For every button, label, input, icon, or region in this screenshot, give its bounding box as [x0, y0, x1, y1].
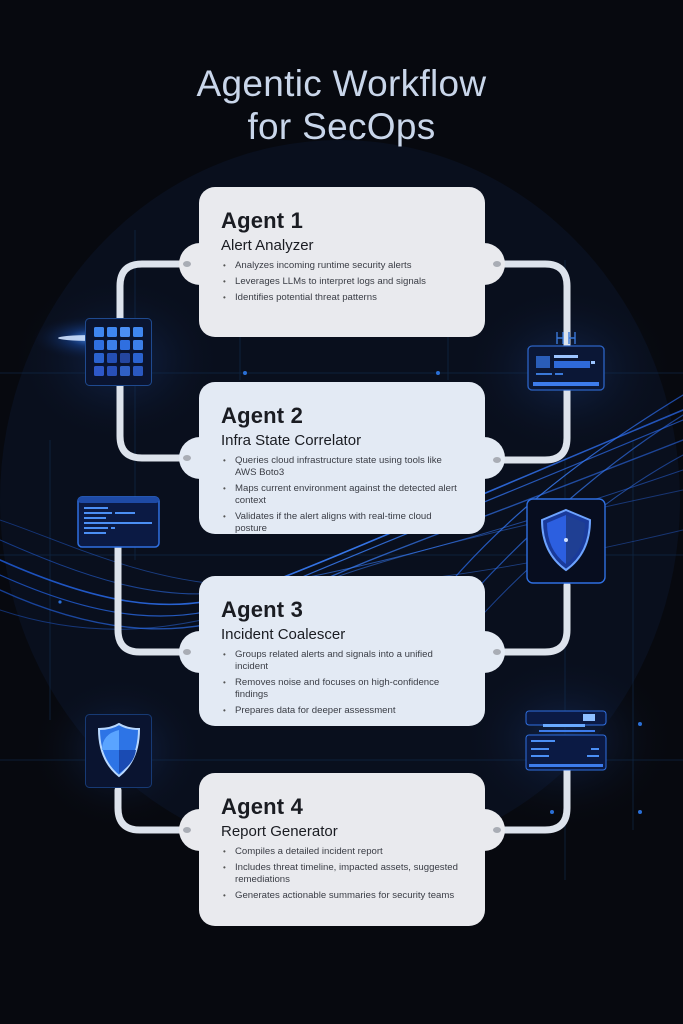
agent-bullets: Queries cloud infrastructure state using…: [221, 455, 463, 535]
agent-bullets: Groups related alerts and signals into a…: [221, 649, 463, 717]
connector-port-right: [493, 261, 501, 267]
bullet-item: Includes threat timeline, impacted asset…: [221, 862, 463, 886]
bullet-item: Compiles a detailed incident report: [221, 846, 463, 858]
app-grid-icon: [85, 318, 152, 386]
connector-agent3-agent4-left: [114, 786, 190, 834]
shield-icon: [526, 498, 606, 584]
connector-port-right: [493, 827, 501, 833]
agent-number: Agent 3: [221, 597, 304, 622]
bullet-item: Removes noise and focuses on high-confid…: [221, 677, 463, 701]
connector-agent3-agent4-right: [494, 766, 571, 834]
agent-card-1: Agent 1 Alert Analyzer Analyzes incoming…: [179, 187, 505, 337]
connector-agent2-agent3-right: [494, 581, 571, 656]
title-line-2: for SecOps: [247, 106, 436, 147]
connector-port-right: [493, 457, 501, 463]
agent-number: Agent 2: [221, 403, 304, 428]
agent-number: Agent 1: [221, 208, 304, 233]
shield-icon: [85, 714, 152, 788]
agent-card-3: Agent 3 Incident Coalescer Groups relate…: [179, 576, 505, 726]
connector-port-left: [183, 649, 191, 655]
connector-port-left: [183, 827, 191, 833]
connector-agent2-agent3-left: [114, 541, 190, 656]
bullet-item: Maps current environment against the det…: [221, 483, 463, 507]
report-panel-icon: [525, 710, 607, 772]
connector-port-left: [183, 455, 191, 461]
agent-number: Agent 4: [221, 794, 304, 819]
agent-bullets: Compiles a detailed incident report Incl…: [221, 846, 463, 902]
connector-port-right: [493, 649, 501, 655]
connector-port-left: [183, 261, 191, 267]
server-dashboard-icon: [527, 330, 605, 392]
agent-bullets: Analyzes incoming runtime security alert…: [221, 260, 463, 304]
agent-role: Incident Coalescer: [221, 626, 346, 643]
page-title: Agentic Workflow for SecOps: [0, 62, 683, 148]
code-window-icon: [77, 496, 160, 548]
bullet-item: Analyzes incoming runtime security alert…: [221, 260, 463, 272]
agent-card-2: Agent 2 Infra State Correlator Queries c…: [179, 382, 505, 535]
bullet-item: Prepares data for deeper assessment: [221, 705, 463, 717]
agent-card-4: Agent 4 Report Generator Compiles a deta…: [179, 773, 505, 926]
bullet-item: Groups related alerts and signals into a…: [221, 649, 463, 673]
title-line-1: Agentic Workflow: [196, 63, 487, 104]
bullet-item: Validates if the alert aligns with real-…: [221, 511, 463, 535]
agent-role: Infra State Correlator: [221, 432, 362, 449]
bullet-item: Queries cloud infrastructure state using…: [221, 455, 463, 479]
bullet-item: Leverages LLMs to interpret logs and sig…: [221, 276, 463, 288]
agent-role: Alert Analyzer: [221, 237, 314, 254]
bullet-item: Generates actionable summaries for secur…: [221, 890, 463, 902]
agent-role: Report Generator: [221, 823, 338, 840]
bullet-item: Identifies potential threat patterns: [221, 292, 463, 304]
